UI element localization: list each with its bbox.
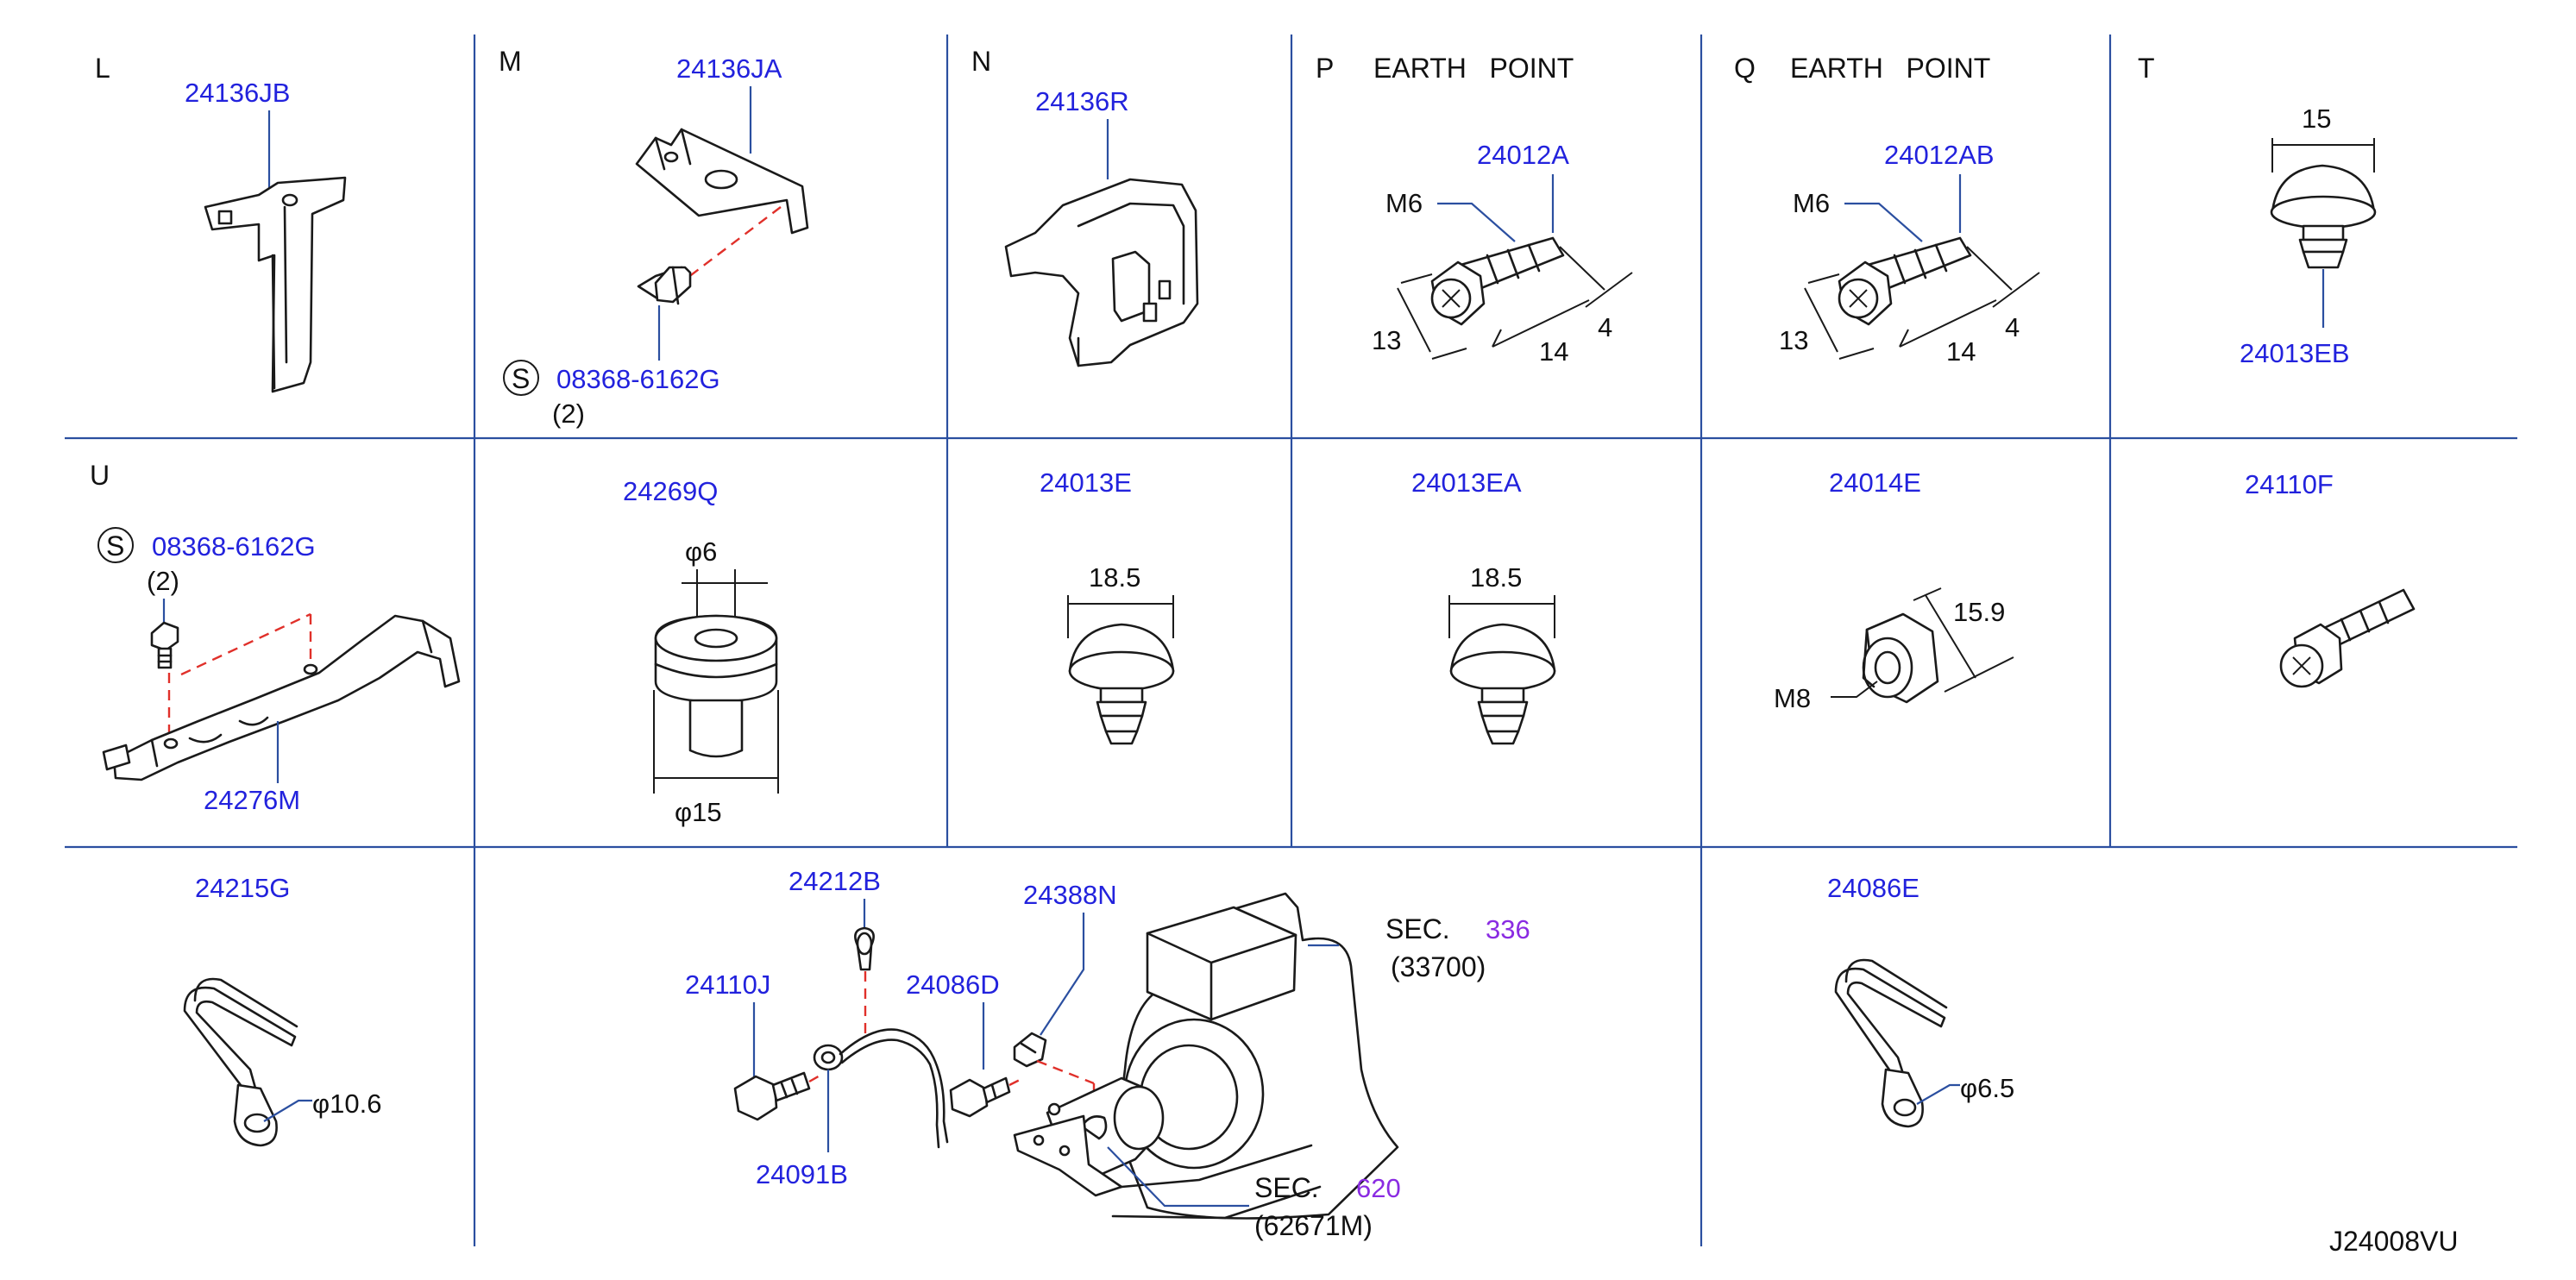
section-number-620[interactable]: 620 — [1356, 1173, 1401, 1203]
standard-part-mark-s-u — [97, 527, 134, 563]
part-number-24110j[interactable]: 24110J — [685, 969, 770, 1000]
bolt-08368-6162g-m-drawing — [637, 266, 692, 305]
quantity-m: (2) — [552, 398, 585, 429]
bracket-24136ja-drawing — [635, 128, 809, 235]
thread-m6-q: M6 — [1793, 188, 1830, 218]
panel-q: Q EARTH POINT 24012AB M6 13 14 4 — [1734, 53, 2040, 367]
bracket-24136r-drawing — [1004, 178, 1199, 367]
dim-15-t: 15 — [2302, 104, 2331, 134]
panel-title-q: EARTH POINT — [1790, 53, 1990, 84]
part-number-24013eb[interactable]: 24013EB — [2240, 338, 2350, 368]
panel-p: P EARTH POINT 24012A M6 13 14 4 — [1316, 53, 1633, 367]
section-part-33700: (33700) — [1391, 951, 1486, 982]
panel-harness-assembly: 24212B 24388N 24110J 24091B — [685, 866, 1530, 1241]
dim-phi6-5: φ6.5 — [1960, 1073, 2014, 1103]
panel-l: L 24136JB — [95, 53, 347, 393]
panel-letter-l: L — [95, 53, 110, 84]
part-number-24012ab[interactable]: 24012AB — [1884, 140, 1995, 170]
drawing-id: J24008VU — [2329, 1226, 2458, 1257]
clip-24013eb-drawing — [2270, 164, 2377, 269]
part-number-24276m[interactable]: 24276M — [204, 785, 300, 815]
dim-18-5-ea: 18.5 — [1470, 562, 1522, 593]
part-number-24086d[interactable]: 24086D — [906, 969, 1000, 1000]
thread-m6-p: M6 — [1385, 188, 1423, 218]
mark-s-u: S — [106, 530, 124, 562]
part-number-24269q[interactable]: 24269Q — [623, 476, 718, 506]
transmission-housing-drawing — [1013, 892, 1399, 1220]
bolt-24110f-drawing — [2279, 588, 2416, 688]
bolt-24012a-drawing — [1430, 236, 1565, 326]
part-number-24388n[interactable]: 24388N — [1023, 880, 1117, 910]
panel-t: T 15 24013EB — [2138, 53, 2377, 368]
bolt-24086d-drawing — [949, 1076, 1011, 1118]
standard-part-mark-s-m — [503, 360, 539, 396]
panel-u: U S 08368-6162G (2) 24276M — [90, 460, 461, 815]
dim-4-q: 4 — [2005, 312, 2020, 342]
panel-letter-q: Q — [1734, 53, 1756, 84]
panel-24013e: 24013E 18.5 — [1040, 467, 1175, 745]
dim-13-p: 13 — [1372, 325, 1401, 355]
section-label-620: SEC. — [1254, 1172, 1319, 1203]
part-number-24013e[interactable]: 24013E — [1040, 467, 1132, 498]
quantity-u: (2) — [147, 566, 179, 596]
dim-14-p: 14 — [1539, 336, 1568, 367]
clip-24388n-drawing — [1013, 1032, 1047, 1068]
thread-m8: M8 — [1774, 683, 1811, 713]
panel-n: N 24136R — [971, 46, 1199, 367]
section-number-336[interactable]: 336 — [1486, 914, 1530, 944]
part-number-08368-6162g-u[interactable]: 08368-6162G — [152, 531, 316, 562]
part-number-24014e[interactable]: 24014E — [1829, 467, 1921, 498]
panel-letter-m: M — [499, 46, 522, 77]
dim-phi15: φ15 — [675, 797, 722, 827]
part-number-24091b[interactable]: 24091B — [756, 1159, 848, 1189]
dim-18-5-e: 18.5 — [1089, 562, 1140, 593]
part-number-24212b[interactable]: 24212B — [789, 866, 881, 896]
bracket-24276m-drawing — [102, 614, 461, 781]
bolt-24012ab-drawing — [1838, 236, 1972, 326]
panel-letter-t: T — [2138, 53, 2155, 84]
panel-m: M 24136JA S 08368-6162G (2) — [499, 46, 809, 429]
panel-24110f: 24110F — [2245, 469, 2416, 688]
part-number-08368-6162g-m[interactable]: 08368-6162G — [556, 364, 720, 394]
part-number-24013ea[interactable]: 24013EA — [1411, 467, 1522, 498]
grid-lines — [65, 35, 2517, 1246]
dim-phi6: φ6 — [685, 536, 717, 567]
panel-24215g: 24215G φ10.6 — [183, 873, 381, 1147]
dim-13-q: 13 — [1779, 325, 1808, 355]
cable-tie-24212b-drawing — [854, 926, 875, 971]
section-label-336: SEC. — [1385, 913, 1450, 944]
part-number-24136jb[interactable]: 24136JB — [185, 78, 290, 108]
panel-letter-u: U — [90, 460, 110, 491]
panel-24014e: 24014E 15.9 M8 — [1774, 467, 2014, 713]
dim-4-p: 4 — [1598, 312, 1612, 342]
part-number-24136ja[interactable]: 24136JA — [676, 53, 782, 84]
part-number-24215g[interactable]: 24215G — [195, 873, 290, 903]
grommet-24269q-drawing — [654, 614, 778, 758]
part-number-24012a[interactable]: 24012A — [1477, 140, 1569, 170]
part-number-24086e[interactable]: 24086E — [1827, 873, 1919, 903]
panel-24013ea: 24013EA 18.5 — [1411, 467, 1556, 745]
clip-24215g-drawing — [183, 977, 298, 1147]
clip-24013e-drawing — [1068, 623, 1175, 745]
nut-24014e-drawing — [1862, 612, 1939, 704]
part-number-24136r[interactable]: 24136R — [1035, 86, 1129, 116]
panel-24086e: 24086E φ6.5 — [1827, 873, 2014, 1128]
section-part-62671m: (62671M) — [1254, 1210, 1373, 1241]
bolt-24110j-drawing — [733, 1071, 811, 1121]
dim-15-9: 15.9 — [1953, 597, 2005, 627]
mark-s-m: S — [512, 363, 530, 394]
clip-24086e-drawing — [1834, 958, 1948, 1128]
part-number-24110f[interactable]: 24110F — [2245, 469, 2334, 499]
bracket-24136jb-drawing — [204, 176, 347, 393]
panel-24269q: 24269Q φ6 φ15 — [623, 476, 779, 827]
harness-24091b-drawing — [813, 1028, 949, 1149]
panel-letter-n: N — [971, 46, 991, 77]
dim-phi10-6: φ10.6 — [312, 1089, 381, 1119]
clip-24013ea-drawing — [1449, 623, 1556, 745]
panel-letter-p: P — [1316, 53, 1334, 84]
bolt-08368-6162g-u-drawing — [150, 621, 179, 669]
dim-14-q: 14 — [1946, 336, 1976, 367]
panel-title-p: EARTH POINT — [1373, 53, 1574, 84]
